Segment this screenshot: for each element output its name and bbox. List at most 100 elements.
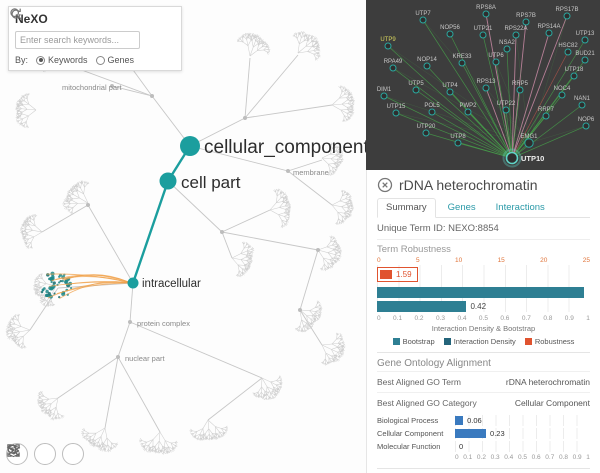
network-node-UTP8[interactable]: UTP8	[450, 134, 466, 147]
network-node-KRE33[interactable]: KRE33	[452, 54, 472, 67]
network-node-RRP5[interactable]: RRP5	[512, 81, 529, 94]
close-icon[interactable]	[377, 177, 393, 193]
axis-tick: 10	[454, 257, 463, 264]
network-node-EMG1[interactable]: EMG1	[520, 134, 538, 148]
term-robustness-label: Term Robustness	[377, 244, 451, 255]
legend-swatch-icon	[524, 338, 532, 345]
legend-item: Interaction Density	[443, 337, 516, 346]
layers-button[interactable]	[6, 443, 140, 465]
axis-tick: 1	[586, 454, 590, 461]
network-node-label: UTP4	[442, 83, 458, 89]
network-node-UTP22[interactable]: UTP22	[497, 101, 516, 114]
network-node-NOP6[interactable]: NOP6	[578, 117, 595, 130]
tree-node-cellular-component[interactable]	[180, 136, 200, 156]
network-node-UTP15[interactable]: UTP15	[387, 104, 406, 117]
legend-item: Bootstrap	[392, 337, 435, 346]
network-node-label: BUD21	[575, 51, 595, 57]
network-node-UTP6[interactable]: UTP6	[488, 53, 504, 66]
detail-tabs: Summary Genes Interactions	[377, 198, 590, 218]
radio-icon[interactable]	[36, 55, 46, 65]
go-chart-bar	[455, 429, 487, 438]
network-node-RPS17B[interactable]: RPS17B	[555, 7, 579, 20]
network-node-DIM1[interactable]: DIM1	[377, 87, 392, 100]
network-node-label: EMG1	[520, 134, 538, 140]
network-node-NOP14[interactable]: NOP14	[417, 57, 437, 70]
network-hub-node-UTP10[interactable]: UTP10	[505, 151, 545, 165]
go-chart-category: Biological Process	[377, 416, 439, 425]
search-by-genes-radio[interactable]: Genes	[95, 55, 135, 65]
axis-tick: 0.1	[463, 454, 473, 461]
robustness-bar: 1.59	[377, 267, 418, 282]
network-node-UTP18[interactable]: UTP18	[565, 67, 584, 80]
tree-node-cell-part[interactable]	[159, 172, 177, 190]
network-node-label: NOC4	[554, 86, 571, 92]
network-node-UTP7[interactable]: UTP7	[415, 11, 431, 24]
network-node-label: RPS22A	[504, 26, 527, 32]
network-node-label: PWP2	[459, 103, 477, 109]
tab-summary[interactable]: Summary	[377, 198, 436, 218]
network-node-label: NOP56	[440, 25, 460, 31]
radio-label: Genes	[107, 55, 135, 65]
axis-tick: 20	[540, 257, 548, 264]
axis-tick: 0.6	[500, 315, 510, 322]
network-node-label: NSA2	[499, 40, 515, 46]
network-node-POL5[interactable]: POL5	[424, 103, 440, 116]
network-node-PWP2[interactable]: PWP2	[459, 103, 477, 116]
tree-node-intracellular[interactable]	[127, 277, 139, 289]
network-node-NOP56[interactable]: NOP56	[440, 25, 460, 38]
expand-levels-button[interactable]	[8, 443, 112, 465]
network-node-UTP20[interactable]: UTP20	[417, 124, 436, 137]
axis-tick: 0	[377, 315, 381, 322]
network-node-UTP9[interactable]: UTP9	[380, 37, 396, 50]
tab-interactions[interactable]: Interactions	[495, 202, 545, 213]
network-node-UTP13[interactable]: UTP13	[576, 31, 595, 44]
network-node-label: KRE33	[452, 54, 472, 60]
network-node-label: RPS7B	[516, 13, 536, 19]
legend-label: Bootstrap	[402, 337, 435, 346]
search-input[interactable]	[15, 30, 140, 49]
reset-icon[interactable]	[11, 8, 175, 45]
tree-node-label: intracellular	[142, 278, 201, 290]
search-by-keywords-radio[interactable]: Keywords	[36, 55, 88, 65]
network-node-label: NAN1	[574, 96, 591, 102]
network-node-RPS14A[interactable]: RPS14A	[537, 24, 561, 37]
axis-tick: 0.6	[531, 454, 541, 461]
network-node-RPA49[interactable]: RPA49	[384, 59, 403, 72]
network-node-label: RRP7	[538, 107, 555, 113]
tree-node-label: cell part	[181, 173, 241, 192]
network-node-NOC4[interactable]: NOC4	[554, 86, 571, 99]
radio-icon[interactable]	[95, 55, 105, 65]
network-node-RPS8A[interactable]: RPS8A	[476, 5, 496, 18]
network-node-label: HSC82	[558, 43, 578, 49]
network-node-NSA2[interactable]: NSA2	[499, 40, 515, 53]
network-node-label: POL5	[424, 103, 440, 109]
tab-genes[interactable]: Genes	[447, 202, 476, 213]
legend-swatch-icon	[392, 338, 400, 345]
network-canvas[interactable]: UTP7 RPS8A RPS7B RPS17B NOP56 UTP21 RPS22A RPS1…	[366, 0, 600, 170]
radio-label: Keywords	[48, 55, 88, 65]
network-node-label: NOP6	[578, 117, 595, 123]
network-node-UTP4[interactable]: UTP4	[442, 83, 458, 96]
network-node-HSC82[interactable]: HSC82	[558, 43, 578, 56]
network-node-UTP5[interactable]: UTP5	[408, 81, 424, 94]
zoom-out-button[interactable]	[7, 443, 56, 465]
network-node-NAN1[interactable]: NAN1	[574, 96, 591, 109]
search-icon[interactable]	[10, 8, 159, 45]
network-node-RRP7[interactable]: RRP7	[538, 107, 555, 120]
interaction-network-panel[interactable]: UTP7 RPS8A RPS7B RPS17B NOP56 UTP21 RPS22A RPS1…	[366, 0, 600, 170]
axis-tick: 5	[415, 257, 420, 264]
network-node-RPS13[interactable]: RPS13	[476, 79, 496, 92]
network-node-BUD21[interactable]: BUD21	[575, 51, 595, 64]
zoom-fit-button[interactable]	[7, 443, 84, 465]
network-node-label: RPS14A	[537, 24, 560, 30]
network-node-label: UTP21	[474, 26, 493, 32]
network-node-RPS7B[interactable]: RPS7B	[516, 13, 536, 26]
network-node-UTP21[interactable]: UTP21	[474, 26, 493, 39]
network-node-RPS22A[interactable]: RPS22A	[504, 26, 528, 39]
axis-tick: 0.9	[572, 454, 582, 461]
